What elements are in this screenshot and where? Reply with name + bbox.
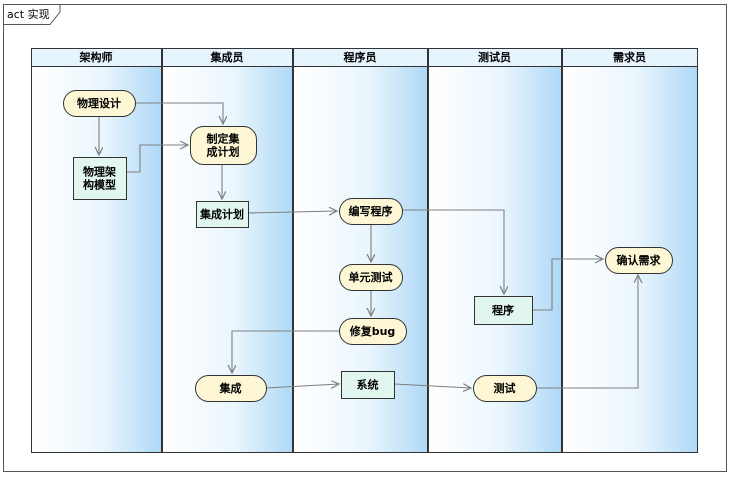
- node-label-integration-plan: 集成计划: [199, 207, 244, 221]
- lane-title-tester: 测试员: [478, 50, 511, 64]
- node-shape-physical-design: [63, 90, 136, 117]
- node-shape-integration-plan: [196, 201, 249, 228]
- node-system: 系统: [341, 371, 395, 399]
- lane-header-architect: [31, 48, 162, 67]
- node-test: 测试: [473, 375, 537, 402]
- node-shape-system: [341, 371, 395, 399]
- lane-header-tester: [428, 48, 562, 67]
- lane-title-architect: 架构师: [79, 50, 113, 64]
- node-integration-plan: 集成计划: [196, 201, 249, 228]
- node-integrate: 集成: [195, 375, 267, 402]
- node-label-confirm-req: 确认需求: [617, 253, 662, 267]
- node-label-make-plan: 成计划: [207, 145, 240, 159]
- lane-title-integrator: 集成员: [210, 50, 244, 64]
- node-label-fix-bug: 修复bug: [349, 324, 396, 338]
- node-shape-unit-test: [339, 264, 403, 291]
- edge-write-program-to-program: [402, 209, 504, 294]
- node-label-physical-design: 物理设计: [77, 96, 121, 110]
- node-confirm-req: 确认需求: [605, 247, 673, 274]
- edge-fix-bug-to-integrate: [232, 330, 339, 373]
- lane-header-integrator: [162, 48, 293, 67]
- lane-header-programmer: [293, 48, 428, 67]
- edge-system-to-test: [393, 383, 471, 388]
- node-shape-physical-model: [73, 157, 127, 200]
- node-label-integrate: 集成: [219, 381, 242, 395]
- node-label-test: 测试: [494, 381, 516, 395]
- node-label-unit-test: 单元测试: [349, 270, 393, 284]
- node-label-write-program: 编写程序: [349, 204, 393, 218]
- lane-title-programmer: 程序员: [344, 50, 377, 64]
- node-fix-bug: 修复bug: [339, 318, 407, 345]
- edge-test-to-confirm-req: [536, 275, 638, 389]
- frame-label: act 实现: [7, 7, 50, 21]
- edge-integrate-to-system: [265, 384, 339, 388]
- edge-integration-plan-to-write-program: [247, 211, 337, 213]
- frame-tab: [3, 4, 61, 25]
- node-label-physical-model: 物理架: [83, 165, 116, 179]
- node-label-physical-model: 构模型: [83, 178, 116, 192]
- edge-program-to-confirm-req: [532, 259, 603, 311]
- swimlanes: 架构师 集成员 程序员 测试员 需求员: [31, 48, 698, 453]
- node-physical-design: 物理设计: [63, 90, 136, 117]
- edge-physical-model-to-make-plan: [126, 145, 188, 173]
- node-shape-fix-bug: [339, 318, 407, 345]
- node-label-system: 系统: [357, 378, 379, 392]
- node-shape-program: [474, 296, 533, 325]
- lane-title-requirements: 需求员: [613, 50, 646, 64]
- node-shape-write-program: [339, 198, 403, 225]
- node-label-make-plan: 制定集: [207, 132, 241, 146]
- node-unit-test: 单元测试: [339, 264, 403, 291]
- lane-header-requirements: [562, 48, 698, 67]
- node-shape-make-plan: [190, 126, 257, 165]
- node-write-program: 编写程序: [339, 198, 403, 225]
- node-shape-integrate: [195, 375, 267, 402]
- node-label-program: 程序: [492, 303, 514, 317]
- flow-edges: [99, 102, 638, 389]
- node-shape-confirm-req: [605, 247, 673, 274]
- node-shape-test: [473, 375, 537, 402]
- edge-physical-design-to-make-plan: [135, 102, 223, 124]
- node-program: 程序: [474, 296, 533, 325]
